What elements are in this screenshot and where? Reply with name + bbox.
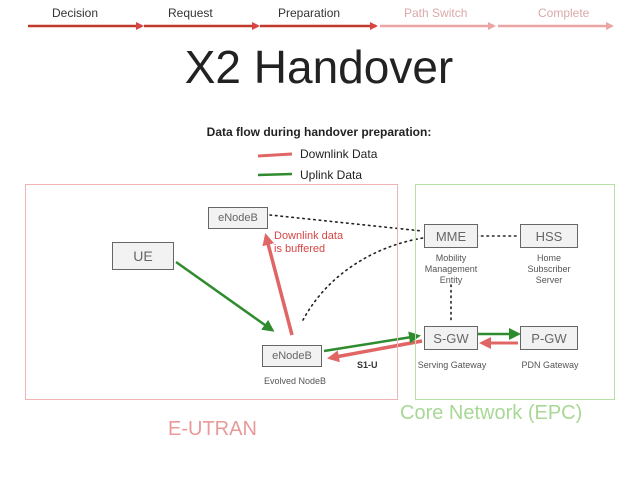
mme-box: MME	[424, 224, 478, 248]
mme-caption-line-2: Management	[424, 264, 478, 274]
legend-uplink-label: Uplink Data	[300, 168, 363, 182]
legend-downlink-line	[257, 152, 293, 158]
uplink-enodeb-to-sgw	[323, 331, 421, 353]
target-enodeb-caption: Evolved NodeB	[263, 376, 327, 386]
x2-control-link	[269, 214, 423, 232]
buffered-note-line-2: is buffered	[274, 243, 326, 255]
hss-caption-line-3: Server	[535, 275, 563, 285]
mme-caption-line-1: Mobility	[435, 253, 467, 263]
uplink-ue-to-enodeb	[175, 260, 275, 332]
mme-caption-line-3: Entity	[439, 275, 463, 285]
pgw-caption: PDN Gateway	[521, 360, 579, 370]
source-enodeb-box: eNodeB	[208, 207, 268, 229]
s1u-label: S1-U	[357, 360, 378, 370]
diagram-subtitle: Data flow during handover preparation:	[206, 125, 432, 139]
legend-downlink-label: Downlink Data	[300, 147, 378, 161]
downlink-forward-to-source	[262, 233, 294, 336]
pgw-box: P-GW	[520, 326, 578, 350]
ue-box: UE	[112, 242, 174, 270]
step-request: Request	[168, 6, 213, 20]
hss-caption-line-2: Subscriber	[527, 264, 571, 274]
target-enodeb-box: eNodeB	[262, 345, 322, 367]
hss-caption-line-1: Home	[536, 253, 561, 263]
step-decision: Decision	[52, 6, 99, 20]
page-title: X2 Handover	[184, 41, 454, 93]
buffered-note-line-1: Downlink data	[274, 230, 344, 242]
step-path-switch: Path Switch	[404, 6, 468, 20]
sgw-box: S-GW	[424, 326, 478, 350]
hss-box: HSS	[520, 224, 578, 248]
mme-caption: Mobility Management Entity	[414, 253, 488, 286]
step-preparation: Preparation	[278, 6, 341, 20]
sgw-caption: Serving Gateway	[417, 360, 487, 370]
buffered-note: Downlink data is buffered	[274, 230, 343, 256]
downlink-sgw-to-enodeb	[327, 339, 423, 363]
eutran-region	[25, 184, 398, 400]
core-network-region	[415, 184, 615, 400]
legend-uplink-line	[257, 172, 293, 177]
core-network-label: Core Network (EPC)	[400, 402, 583, 424]
hss-caption: Home Subscriber Server	[512, 253, 586, 286]
step-complete: Complete	[538, 6, 590, 20]
eutran-label: E-UTRAN	[168, 418, 257, 440]
